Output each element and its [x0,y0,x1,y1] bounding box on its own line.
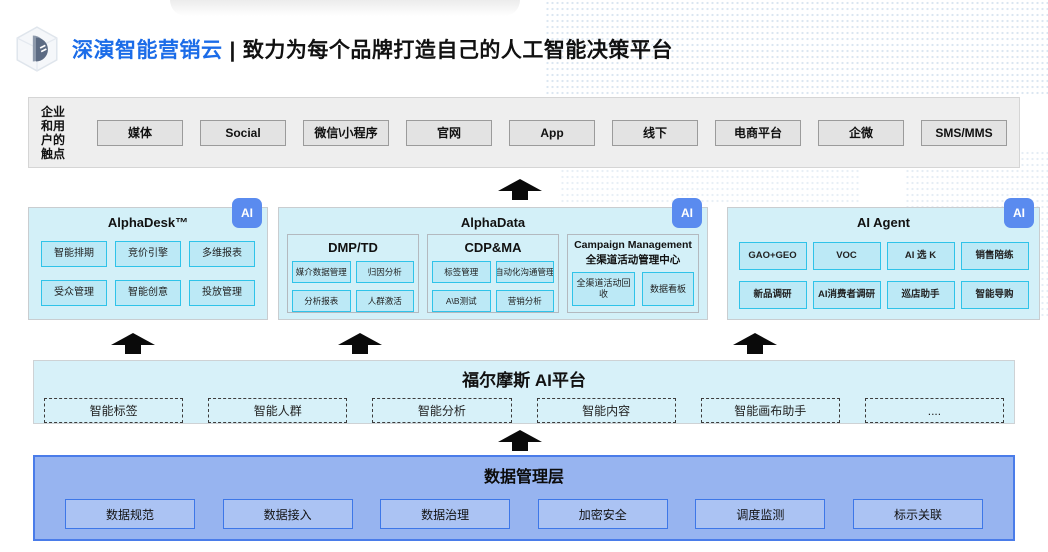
data-item-governance: 数据治理 [380,499,511,529]
header: 深演智能营销云 | 致力为每个品牌打造自己的人工智能决策平台 [12,24,673,74]
dmp-item: 分析报表 [292,290,351,312]
up-arrow-icon [733,333,777,354]
panel-ai-agent: AI AI Agent GAO+GEO VOC AI 选 K 销售陪练 新品调研… [727,198,1040,320]
cdp-item: 营销分析 [495,290,554,312]
campaign-item: 数据看板 [641,272,694,307]
data-management-layer: 数据管理层 数据规范 数据接入 数据治理 加密安全 调度监测 标示关联 [33,455,1015,541]
touchpoints-list: 媒体 Social 微信\小程序 官网 App 线下 电商平台 企微 SMS/M… [97,119,1007,146]
ai-agent-title: AI Agent [857,215,910,230]
data-item-ingestion: 数据接入 [222,499,353,529]
data-item-scheduling-monitoring: 调度监测 [695,499,826,529]
alphadata-subpanels: DMP/TD 媒介数据管理 归因分析 分析报表 人群激活 CDP&MA 标签管理… [279,234,707,313]
formos-ai-platform: 福尔摩斯 AI平台 智能标签 智能人群 智能分析 智能内容 智能画布助手 ...… [33,360,1015,424]
data-item-encryption-security: 加密安全 [537,499,668,529]
formos-item-smart-content: 智能内容 [536,398,676,423]
alphadesk-item: 竞价引擎 [115,241,181,267]
ai-badge: AI [672,198,702,228]
up-arrow-icon [498,430,542,451]
data-item-standards: 数据规范 [65,499,195,529]
formos-title: 福尔摩斯 AI平台 [462,371,586,390]
agent-item: GAO+GEO [738,242,807,270]
alphadata-title: AlphaData [460,215,526,230]
formos-item-more: .... [864,398,1005,423]
touchpoints-label-line: 触点 [41,146,66,161]
touchpoint-app: App [509,119,595,146]
data-layer-title: 数据管理层 [483,469,564,486]
dmp-item: 媒介数据管理 [292,261,351,283]
formos-item-smart-analysis: 智能分析 [372,398,512,423]
panel-alphadata: AI AlphaData DMP/TD 媒介数据管理 归因分析 分析报表 人群激… [278,198,708,320]
touchpoints-label-line: 户的 [41,132,66,147]
cdp-item: A\B测试 [432,290,491,312]
dmp-td-items: 媒介数据管理 归因分析 分析报表 人群激活 [292,261,414,312]
touchpoint-offline: 线下 [612,119,698,146]
touchpoint-wecom: 企微 [818,119,904,146]
touchpoint-official-site: 官网 [406,119,492,146]
cdp-ma-title: CDP&MA [464,240,522,255]
cdp-item: 自动化沟通管理 [495,261,554,283]
page-title: 深演智能营销云 | 致力为每个品牌打造自己的人工智能决策平台 [72,34,673,64]
touchpoints-label-line: 和用 [41,118,66,133]
title-divider: | [229,39,236,62]
campaign-title-zh: 全渠道活动管理中心 [585,254,681,267]
touchpoints-label: 企业 和用 户的 触点 [41,105,83,161]
formos-items: 智能标签 智能人群 智能分析 智能内容 智能画布助手 .... [34,398,1014,423]
top-gray-glow [170,0,520,16]
ai-badge: AI [232,198,262,228]
alphadesk-item: 受众管理 [41,280,107,306]
agent-item: 销售陪练 [960,242,1029,270]
brand-logo-icon [16,26,58,72]
subpanel-cdp-ma: CDP&MA 标签管理 自动化沟通管理 A\B测试 营销分析 [427,234,559,313]
touchpoint-social: Social [200,119,286,146]
alphadesk-item: 多维报表 [189,241,255,267]
up-arrow-icon [111,333,155,354]
formos-item-smart-tags: 智能标签 [44,398,184,423]
alphadesk-item: 智能排期 [41,241,107,267]
cdp-item: 标签管理 [432,261,491,283]
agent-item: 智能导购 [960,281,1029,309]
brand-name: 深演智能营销云 [72,39,223,62]
dmp-item: 人群激活 [355,290,414,312]
touchpoints-label-line: 企业 [41,104,66,119]
alphadesk-items: 智能排期 竞价引擎 多维报表 受众管理 智能创意 投放管理 [29,241,267,306]
touchpoint-media: 媒体 [97,119,183,146]
agent-item: 新品调研 [738,281,807,309]
touchpoint-sms-mms: SMS/MMS [921,119,1007,146]
subpanel-campaign-management: Campaign Management 全渠道活动管理中心 全渠道活动回收 数据… [567,234,699,313]
touchpoint-wechat-miniprogram: 微信\小程序 [303,119,389,146]
agent-item: AI 选 K [886,242,955,270]
panel-alphadesk: AI AlphaDesk™ 智能排期 竞价引擎 多维报表 受众管理 智能创意 投… [28,198,268,320]
agent-item: 巡店助手 [886,281,955,309]
campaign-items: 全渠道活动回收 数据看板 [572,272,694,307]
up-arrow-icon [498,179,542,200]
subpanel-dmp-td: DMP/TD 媒介数据管理 归因分析 分析报表 人群激活 [287,234,419,313]
alphadesk-item: 投放管理 [189,280,255,306]
data-layer-items: 数据规范 数据接入 数据治理 加密安全 调度监测 标示关联 [35,499,1013,529]
tagline: 致力为每个品牌打造自己的人工智能决策平台 [242,39,673,62]
agent-item: AI消费者调研 [812,281,881,309]
campaign-title-en: Campaign Management [574,239,692,251]
formos-item-smart-canvas-assistant: 智能画布助手 [700,398,840,423]
up-arrow-icon [338,333,382,354]
dmp-item: 归因分析 [355,261,414,283]
cdp-ma-items: 标签管理 自动化沟通管理 A\B测试 营销分析 [432,261,554,312]
campaign-item: 全渠道活动回收 [572,272,635,307]
alphadesk-item: 智能创意 [115,280,181,306]
ai-agent-items: GAO+GEO VOC AI 选 K 销售陪练 新品调研 AI消费者调研 巡店助… [728,242,1039,309]
dmp-td-title: DMP/TD [328,240,378,255]
alphadesk-title: AlphaDesk™ [107,215,189,230]
data-item-id-mapping: 标示关联 [852,499,983,529]
ai-badge: AI [1004,198,1034,228]
touchpoints-bar: 企业 和用 户的 触点 媒体 Social 微信\小程序 官网 App 线下 电… [28,97,1020,168]
touchpoint-ecommerce: 电商平台 [715,119,801,146]
agent-item: VOC [812,242,881,270]
formos-item-smart-audience: 智能人群 [208,398,348,423]
